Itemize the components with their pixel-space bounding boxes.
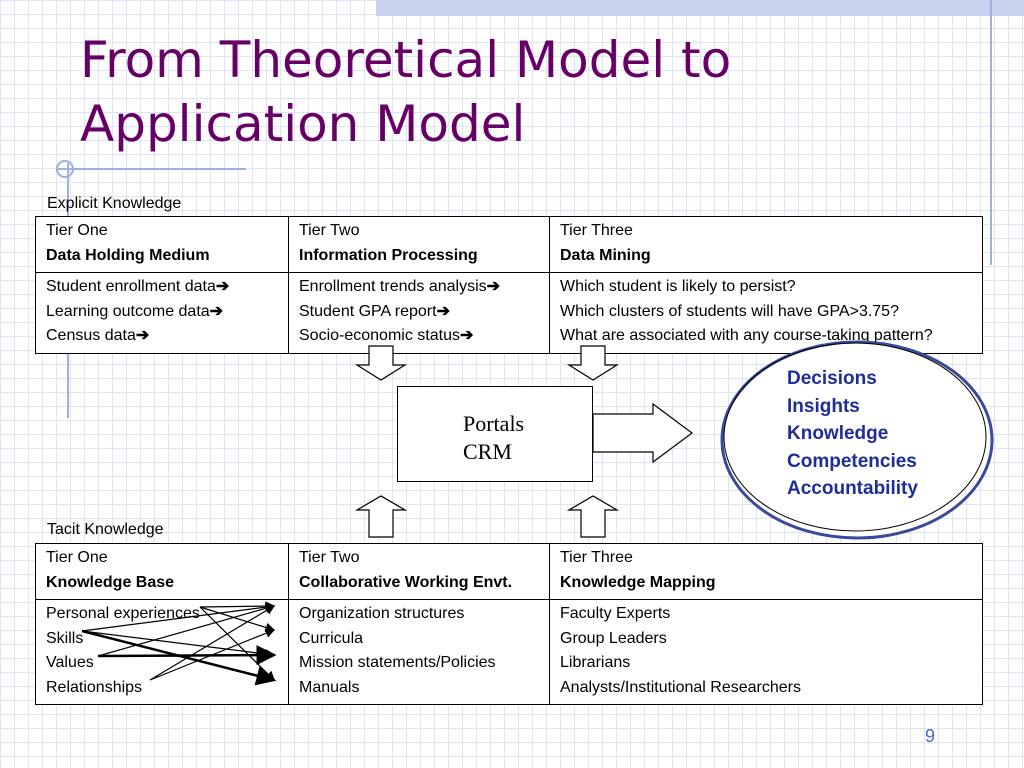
tier-name: Knowledge Mapping xyxy=(560,573,716,591)
list-item: Curricula xyxy=(299,629,364,647)
outcome-insights: Insights xyxy=(787,395,860,417)
tier-label: Tier One xyxy=(46,549,108,566)
tacit-knowledge-label: Tacit Knowledge xyxy=(47,521,164,538)
explicit-knowledge-label: Explicit Knowledge xyxy=(47,195,182,212)
slide-title: From Theoretical Model to Application Mo… xyxy=(80,31,732,153)
decorative-top-band xyxy=(376,0,1024,16)
portals-crm-label: Portals CRM xyxy=(463,410,524,466)
tier-label: Tier One xyxy=(46,222,108,239)
tier-name: Data Mining xyxy=(560,246,651,264)
outcome-knowledge: Knowledge xyxy=(787,423,889,444)
connector-line xyxy=(81,630,276,659)
list-item: Librarians xyxy=(560,654,631,671)
up-arrow-icon xyxy=(354,495,408,538)
explicit-tier-three-items: Which student is likely to persist? Whic… xyxy=(549,272,983,354)
connector-line-bold xyxy=(97,645,277,666)
list-item: Faculty Experts xyxy=(560,605,671,622)
explicit-header-row: Tier One Data Holding Medium Tier Two In… xyxy=(35,216,983,273)
decorative-title-underline xyxy=(56,168,246,170)
tacit-header-row: Tier One Knowledge Base Tier Two Collabo… xyxy=(35,543,983,600)
arrow-right-icon: ➔ xyxy=(486,278,501,295)
arrow-right-icon: ➔ xyxy=(209,302,224,320)
explicit-tier-one-items: Student enrollment data➔ Learning outcom… xyxy=(35,272,289,354)
connector-line xyxy=(149,605,276,681)
list-item: Enrollment trends analysis➔ xyxy=(299,278,501,295)
tier-label: Tier Three xyxy=(560,549,633,566)
tacit-tier-two-header: Tier Two Collaborative Working Envt. xyxy=(288,543,550,600)
list-item: Student GPA report➔ xyxy=(299,302,450,320)
down-arrow-icon xyxy=(354,345,408,381)
list-item: Analysts/Institutional Researchers xyxy=(560,678,801,696)
tier-label: Tier Three xyxy=(560,222,633,239)
explicit-tier-three-header: Tier Three Data Mining xyxy=(549,216,983,273)
outcome-accountability: Accountability xyxy=(787,478,918,499)
up-arrow-icon xyxy=(566,495,620,538)
page-number: 9 xyxy=(925,726,936,746)
outcome-decisions: Decisions xyxy=(787,368,877,389)
explicit-items-row: Student enrollment data➔ Learning outcom… xyxy=(35,272,983,354)
tacit-tier-two-items: Organization structures Curricula Missio… xyxy=(288,599,550,705)
list-item: Values xyxy=(46,654,94,671)
tier-name: Information Processing xyxy=(299,246,478,264)
outcomes-ellipse-outer xyxy=(720,340,994,540)
arrow-right-icon: ➔ xyxy=(135,327,150,344)
list-item: What are associated with any course-taki… xyxy=(560,327,933,344)
arrow-right-icon: ➔ xyxy=(436,302,450,320)
decorative-circle xyxy=(56,160,74,178)
list-item: Socio-economic status➔ xyxy=(299,327,474,344)
connector-line xyxy=(97,603,276,657)
outcomes-list: Decisions Insights Knowledge Competencie… xyxy=(787,365,918,503)
list-item: Personal experiences xyxy=(46,605,200,622)
list-item: Mission statements/Policies xyxy=(299,654,496,671)
crm-text: CRM xyxy=(463,439,512,464)
connector-line xyxy=(199,606,276,633)
list-item: Learning outcome data➔ xyxy=(46,302,224,320)
decorative-vertical-line xyxy=(990,0,992,265)
explicit-tier-two-items: Enrollment trends analysis➔ Student GPA … xyxy=(288,272,550,354)
list-item: Census data➔ xyxy=(46,327,150,344)
tacit-tier-one-header: Tier One Knowledge Base xyxy=(35,543,289,600)
tier-name: Knowledge Base xyxy=(46,573,175,591)
connector-line xyxy=(199,601,276,611)
right-arrow-icon xyxy=(592,402,694,464)
list-item: Relationships xyxy=(46,678,143,696)
outcomes-ellipse-inner xyxy=(723,342,987,532)
down-arrow-icon xyxy=(566,345,620,381)
list-item: Organization structures xyxy=(299,605,465,622)
list-item: Which student is likely to persist? xyxy=(560,278,796,295)
tier-label: Tier Two xyxy=(299,549,360,566)
explicit-tier-one-header: Tier One Data Holding Medium xyxy=(35,216,289,273)
arrow-right-icon: ➔ xyxy=(459,327,474,344)
list-item: Manuals xyxy=(299,678,360,696)
portals-text: Portals xyxy=(463,411,525,436)
outcome-competencies: Competencies xyxy=(787,450,917,472)
tacit-tier-three-items: Faculty Experts Group Leaders Librarians… xyxy=(549,599,983,705)
arrow-right-icon: ➔ xyxy=(215,278,230,295)
portals-crm-box xyxy=(397,386,593,482)
tier-name: Collaborative Working Envt. xyxy=(299,573,513,591)
explicit-knowledge-table: Tier One Data Holding Medium Tier Two In… xyxy=(35,216,983,354)
list-item: Group Leaders xyxy=(560,629,667,647)
list-item: Which clusters of students will have GPA… xyxy=(560,302,899,320)
tier-label: Tier Two xyxy=(299,222,360,239)
connector-line xyxy=(81,602,276,632)
list-item: Skills xyxy=(46,629,84,647)
tier-name: Data Holding Medium xyxy=(46,246,210,264)
list-item: Student enrollment data➔ xyxy=(46,278,230,295)
